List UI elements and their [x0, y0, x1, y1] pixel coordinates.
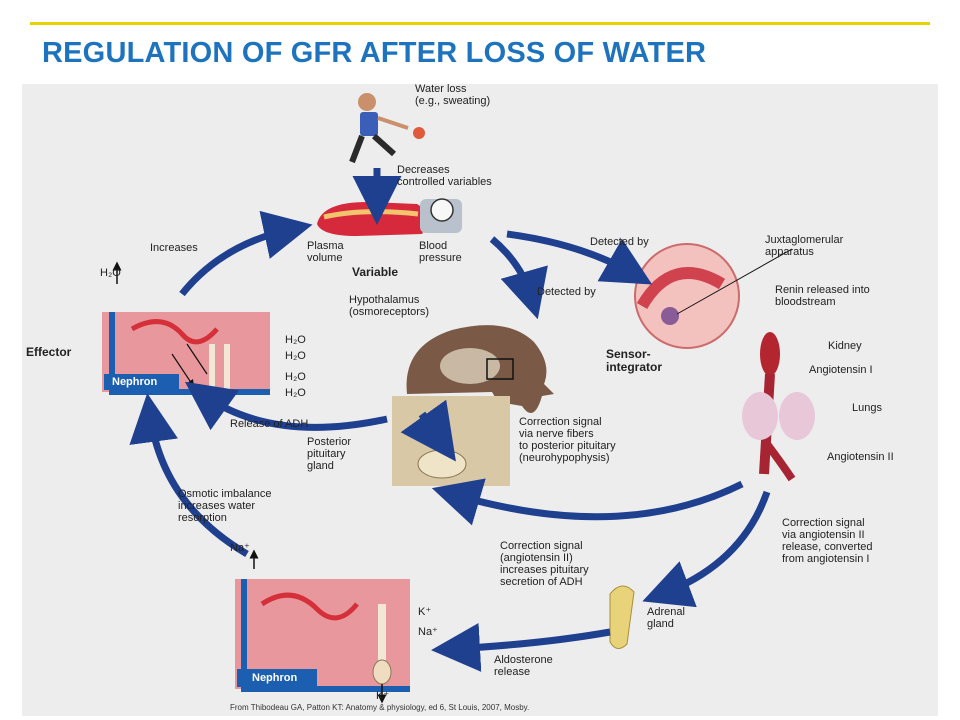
adrenal-gland-label: Adrenal gland — [647, 606, 685, 630]
diagram-artwork — [102, 93, 815, 704]
plasma-volume-label: Plasma volume — [307, 240, 344, 264]
lungs-label: Lungs — [852, 402, 882, 414]
na-top-label: Na⁺ — [230, 542, 250, 554]
correction-nerve-label: Correction signal via nerve fibers to po… — [519, 416, 616, 464]
nephron-bottom-label: Nephron — [252, 672, 298, 684]
kidney-lungs-illustration — [742, 332, 815, 482]
h2o-label-1: H₂O — [285, 334, 306, 346]
title-rule — [30, 22, 930, 25]
gfr-regulation-diagram: Water loss (e.g., sweating) Decreases co… — [22, 83, 938, 716]
jga-label: Juxtaglomerular apparatus — [765, 234, 844, 258]
blood-vessel-illustration — [317, 198, 462, 236]
adrenal-gland-illustration — [609, 585, 635, 649]
nephron-top-label: Nephron — [112, 376, 158, 388]
h2o-label-2: H₂O — [285, 350, 306, 362]
h2o-top-label: H₂O — [100, 267, 121, 279]
pituitary-illustration — [392, 396, 510, 486]
posterior-pituitary-label: Posterior pituitary gland — [307, 436, 352, 472]
h2o-label-3: H₂O — [285, 371, 306, 383]
feedback-arrows — [129, 168, 771, 672]
runner-figure — [349, 93, 425, 164]
angiotensin-2-label: Angiotensin II — [827, 451, 894, 463]
angiotensin-1-label: Angiotensin I — [809, 364, 873, 376]
detected-by-right-label: Detected by — [590, 236, 649, 248]
water-loss-label: Water loss (e.g., sweating) — [415, 83, 491, 107]
effector-label: Effector — [26, 345, 72, 359]
release-adh-label: Release of ADH — [230, 418, 309, 430]
correction-angiotensin-label: Correction signal (angiotensin II) incre… — [500, 540, 589, 588]
k-bottom-label: K⁺ — [376, 690, 390, 702]
k-right-label: K⁺ — [418, 606, 432, 618]
detected-by-center-label: Detected by — [537, 286, 596, 298]
sensor-integrator-label: Sensor- integrator — [606, 347, 663, 374]
nephron-illustration-bottom — [235, 549, 410, 704]
renin-label: Renin released into bloodstream — [775, 284, 870, 308]
increases-label: Increases — [150, 242, 198, 254]
juxtaglomerular-illustration — [634, 243, 793, 349]
slide-title: REGULATION OF GFR AFTER LOSS OF WATER — [42, 37, 707, 69]
decreases-label: Decreases controlled variables — [397, 164, 492, 188]
osmotic-imbalance-label: Osmotic imbalance increases water resorp… — [178, 488, 272, 524]
aldosterone-label: Aldosterone release — [494, 654, 553, 678]
kidney-label: Kidney — [828, 340, 862, 352]
na-right-label: Na⁺ — [418, 626, 438, 638]
correction-angiotensin-release-label: Correction signal via angiotensin II rel… — [782, 517, 873, 565]
blood-pressure-label: Blood pressure — [419, 240, 462, 264]
variable-label: Variable — [352, 265, 399, 279]
hypothalamus-label: Hypothalamus (osmoreceptors) — [349, 294, 430, 318]
h2o-label-4: H₂O — [285, 387, 306, 399]
head-illustration — [406, 325, 554, 414]
source-credit: From Thibodeau GA, Patton KT: Anatomy & … — [230, 703, 530, 712]
